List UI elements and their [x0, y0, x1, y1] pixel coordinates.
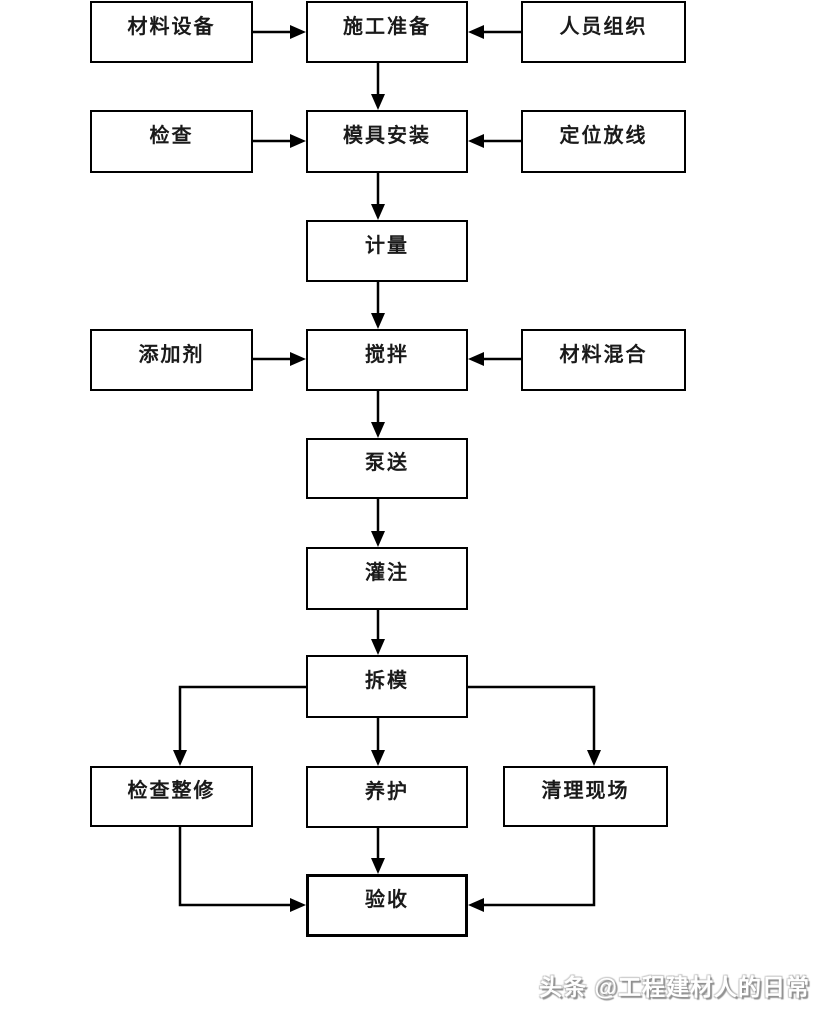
node-pumping: 泵送: [306, 438, 468, 499]
node-inspection: 检查: [90, 110, 253, 173]
node-material-equipment: 材料设备: [90, 1, 253, 63]
node-positioning: 定位放线: [521, 110, 686, 173]
node-curing: 养护: [306, 766, 468, 828]
node-site-cleanup: 清理现场: [503, 766, 668, 827]
node-acceptance: 验收: [306, 874, 468, 937]
edge-demolding-to-cleanup: [468, 685, 596, 754]
node-construction-prep: 施工准备: [306, 1, 468, 63]
edge-demolding-to-inspectrepair: [178, 685, 306, 754]
node-inspect-repair: 检查整修: [90, 766, 253, 827]
edge-inspectrepair-to-acceptance: [178, 827, 294, 907]
node-personnel: 人员组织: [521, 1, 686, 63]
node-additive: 添加剂: [90, 329, 253, 391]
node-mixing: 搅拌: [306, 329, 468, 391]
node-demolding: 拆模: [306, 655, 468, 718]
node-material-mix: 材料混合: [521, 329, 686, 391]
arrowheads: [173, 25, 601, 912]
edge-cleanup-to-acceptance: [480, 827, 596, 907]
node-measuring: 计量: [306, 220, 468, 282]
watermark-text: 头条 @工程建材人的日常: [539, 974, 810, 1000]
node-mold-install: 模具安装: [306, 110, 468, 173]
node-pouring: 灌注: [306, 547, 468, 610]
